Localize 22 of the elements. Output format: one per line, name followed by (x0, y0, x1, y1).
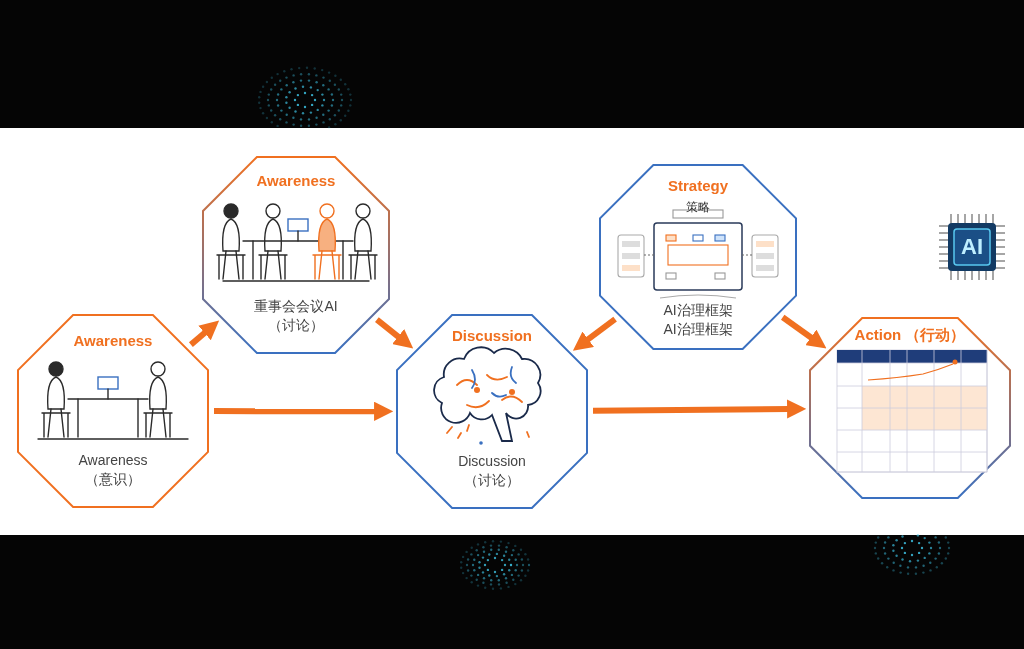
octagon-box (397, 315, 587, 508)
arrow (214, 401, 394, 421)
node-caption: Discussion （讨论） (457, 452, 527, 490)
arrow (572, 316, 617, 351)
arrow (780, 314, 827, 349)
octagon-box (203, 157, 389, 353)
chip-label: AI (960, 233, 984, 261)
arrow (188, 320, 220, 347)
octagon-box (810, 318, 1010, 498)
node-title: Discussion (452, 327, 532, 344)
node-title: Strategy (668, 177, 728, 194)
node-title: Awareness (256, 172, 336, 189)
arrow (592, 399, 807, 419)
node-caption: 重事会会议AI （讨论） (253, 297, 339, 335)
node-title: Awareness (73, 332, 153, 349)
node-caption: Awareness （意识） (77, 451, 149, 489)
node-title: Action （行动） (854, 326, 966, 345)
node-caption: AI治理框架 AI治理框架 (662, 301, 734, 339)
node-subtitle: 策略 (686, 199, 710, 216)
octagon-box (18, 315, 208, 507)
octagon-box (600, 165, 796, 349)
arrow (375, 317, 414, 349)
